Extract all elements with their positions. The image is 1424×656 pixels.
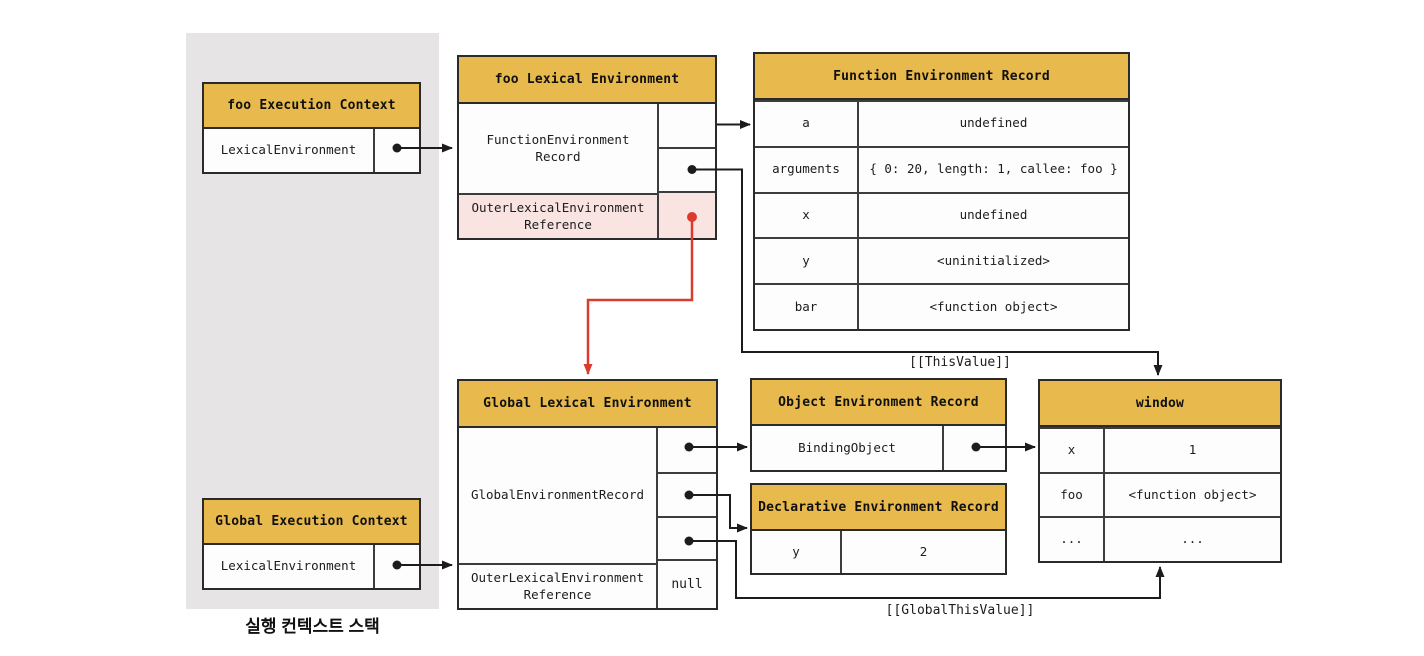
global-lexical-environment-title: Global Lexical Environment [459,381,716,428]
window-object-title: window [1040,381,1280,427]
binding-object-pointer-cell [942,426,1005,470]
binding-object-cell: BindingObject [798,439,896,455]
der-value: 2 [840,531,1005,573]
global-environment-record-cell: GlobalEnvironmentRecord [470,487,645,503]
global-ec-lexical-environment-cell: LexicalEnvironment [220,558,357,574]
fer-value: { 0: 20, length: 1, callee: foo } [857,147,1128,192]
fer-key: y [802,252,810,268]
stack-caption: 실행 컨텍스트 스택 [245,617,380,636]
global-outer-reference-cell: OuterLexicalEnvironment Reference [459,563,656,608]
declarative-environment-record-box: Declarative Environment Record y 2 [750,483,1007,575]
table-row: arguments { 0: 20, length: 1, callee: fo… [755,145,1128,192]
global-outer-reference-line1: OuterLexicalEnvironment [470,569,645,585]
gle-record-slot-2 [658,472,716,516]
outer-reference-label-line1: OuterLexicalEnvironment [471,199,645,215]
fer-value: <function object> [857,285,1128,329]
fer-value: undefined [857,193,1128,238]
table-row: a undefined [755,100,1128,146]
object-environment-record-title: Object Environment Record [752,380,1005,426]
fer-key: a [802,115,810,131]
window-value: ... [1103,518,1280,562]
fer-value: undefined [857,102,1128,146]
gle-record-slot-1 [658,428,716,472]
foo-le-outer-slot [659,191,715,238]
window-value: <function object> [1103,473,1280,517]
fer-value: <uninitialized> [857,239,1128,284]
global-execution-context-box: Global Execution Context LexicalEnvironm… [202,498,421,590]
outer-reference-label-line2: Reference [524,216,592,232]
foo-execution-context-box: foo Execution Context LexicalEnvironment [202,82,421,174]
global-outer-reference-line2: Reference [523,586,592,602]
foo-lexical-environment-title: foo Lexical Environment [459,57,715,104]
outer-lexical-environment-reference-cell: OuterLexicalEnvironment Reference [459,193,657,238]
function-environment-record-label-line1: FunctionEnvironment [486,131,630,147]
foo-le-record-slot-2 [659,147,715,191]
function-environment-record-cell: FunctionEnvironment Record [459,104,657,193]
der-key: y [792,543,800,559]
this-value-edge-label: [[ThisValue]] [909,355,1011,370]
table-row: foo <function object> [1040,471,1280,517]
function-environment-record-table: Function Environment Record a undefined … [753,52,1130,331]
function-environment-record-title: Function Environment Record [755,54,1128,100]
global-execution-context-title: Global Execution Context [204,500,419,545]
foo-ec-pointer-cell [373,129,419,172]
declarative-environment-record-title: Declarative Environment Record [752,485,1005,531]
window-key: x [1067,441,1076,457]
foo-execution-context-title: foo Execution Context [204,84,419,129]
global-ec-pointer-cell [373,545,419,588]
window-object-table: window x 1 foo <function object> ... ... [1038,379,1282,563]
table-row: ... ... [1040,516,1280,562]
table-row: y <uninitialized> [755,237,1128,284]
function-environment-record-label-line2: Record [535,148,581,164]
window-key: foo [1060,486,1083,502]
table-row: bar <function object> [755,283,1128,329]
global-lexical-environment-box: Global Lexical Environment GlobalEnviron… [457,379,718,610]
foo-ec-lexical-environment-cell: LexicalEnvironment [220,142,357,158]
fer-key: x [802,207,810,223]
fer-key: bar [794,298,818,314]
foo-le-record-slot-1 [659,104,715,147]
fer-key: arguments [772,161,840,177]
window-key: ... [1060,531,1083,547]
table-row: x 1 [1040,427,1280,472]
global-this-value-edge-label: [[GlobalThisValue]] [885,603,1035,618]
window-value: 1 [1103,429,1280,472]
gle-record-slot-3 [658,516,716,559]
object-environment-record-box: Object Environment Record BindingObject [750,378,1007,472]
table-row: x undefined [755,191,1128,238]
gle-outer-null-cell: null [658,559,716,608]
foo-lexical-environment-box: foo Lexical Environment FunctionEnvironm… [457,55,717,240]
